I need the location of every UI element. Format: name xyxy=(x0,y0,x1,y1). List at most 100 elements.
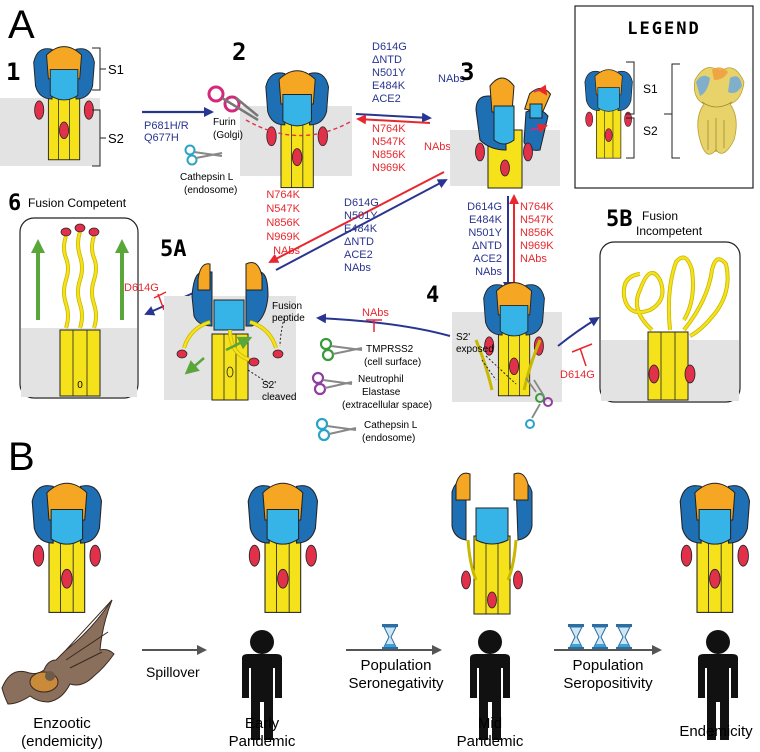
mutation-label: N547K xyxy=(266,203,300,215)
mid-pandemic-spike-icon xyxy=(451,472,533,615)
mutation-label: ACE2 xyxy=(372,93,401,105)
stage-3-number: 3 xyxy=(460,58,474,86)
seropos-label: Population xyxy=(573,657,644,674)
bat-icon xyxy=(1,599,115,705)
furin-scissors-icon xyxy=(207,85,259,122)
mutation-label: N501Y xyxy=(344,210,378,222)
stage-5b-number: 5B xyxy=(606,207,633,232)
mutation-label: ΔNTD xyxy=(344,236,374,248)
mutation-label: N969K xyxy=(266,231,300,243)
seroneg-label: Population xyxy=(361,657,432,674)
enzootic-label: Enzootic xyxy=(33,715,91,732)
mutation-label: N969K xyxy=(520,240,554,252)
endemicity-label: Endemicity xyxy=(679,723,753,740)
enzootic-label-2: (endemicity) xyxy=(21,733,103,750)
fusion-peptide-label-2: peptide xyxy=(272,313,305,324)
stage-2: 2 Furin (Golgi) Cathepsin L (endosome) xyxy=(180,38,352,196)
furin-location: (Golgi) xyxy=(213,130,243,141)
protease-list: TMPRSS2 (cell surface) Neutrophil Elasta… xyxy=(311,337,432,444)
mutation-label: N764K xyxy=(266,189,300,201)
elastase-label: Neutrophil xyxy=(358,374,404,385)
mutation-label: NAbs xyxy=(273,245,300,257)
early-label: Early xyxy=(245,715,280,732)
stage-5a: 5A Fusion peptide S2' cleaved xyxy=(160,237,305,403)
spillover-label: Spillover xyxy=(146,664,200,680)
mutation-p681: P681H/R xyxy=(144,120,189,132)
hourglass-icon xyxy=(381,623,399,651)
stage-6: 6 Fusion Competent 0 xyxy=(8,191,139,399)
mutation-label: N856K xyxy=(266,217,300,229)
mutation-label: ΔNTD xyxy=(372,54,402,66)
panel-a-label: A xyxy=(8,3,35,47)
tmprss2-label: TMPRSS2 xyxy=(366,344,414,355)
stage-4-number: 4 xyxy=(426,283,439,308)
panel-b-label: B xyxy=(8,435,35,479)
elastase-scissors-icon xyxy=(311,371,353,396)
mutation-label: N547K xyxy=(520,214,554,226)
mutation-label: D614G xyxy=(344,197,379,209)
mutation-label: N501Y xyxy=(372,67,406,79)
s2-cleaved-label: S2' xyxy=(262,380,276,391)
tmprss2-scissors-icon xyxy=(319,337,363,362)
arrow-1-to-2: P681H/R Q677H xyxy=(142,107,214,144)
seropos-label-2: Seropositivity xyxy=(563,675,653,692)
mutation-label: NAbs xyxy=(520,253,547,265)
stage-3: 3 xyxy=(450,58,560,189)
legend-title: LEGEND xyxy=(627,19,700,39)
stage-1: 1 S1 S2 xyxy=(0,46,124,167)
mutation-label: N969K xyxy=(372,162,406,174)
cathepsin-scissors-icon xyxy=(184,144,223,166)
stage-6-title: Fusion Competent xyxy=(28,196,127,210)
mutation-label: N501Y xyxy=(468,227,502,239)
mutation-label: NAbs xyxy=(344,262,371,274)
nabs-tag-forward: NAbs xyxy=(438,73,465,85)
mutation-label: NAbs xyxy=(475,266,502,278)
hourglass-icon xyxy=(591,623,609,651)
legend-s1-label: S1 xyxy=(643,82,658,96)
mutation-label: N856K xyxy=(372,149,406,161)
mutation-label: N856K xyxy=(520,227,554,239)
early-label-2: Pandemic xyxy=(229,733,296,750)
panel-b-spikes xyxy=(31,472,751,615)
mutation-label: N547K xyxy=(372,136,406,148)
six-helix-bundle xyxy=(60,223,100,329)
legend-structure-image xyxy=(690,66,746,164)
stage-4: 4 S2' exposed xyxy=(426,282,562,429)
cathepsin-l-scissors-icon xyxy=(315,417,357,442)
stage-5a-number: 5A xyxy=(160,237,187,262)
legend-box: LEGEND S1 S2 xyxy=(574,5,754,189)
mutation-label: N764K xyxy=(372,123,406,135)
arrow-4-to-5a: NAbs xyxy=(316,307,451,337)
d614g-inhibit-6: D614G xyxy=(124,282,159,294)
nabs-tag-back: NAbs xyxy=(424,141,451,153)
hourglass-icon xyxy=(615,623,633,651)
mid-label-2: Pandemic xyxy=(457,733,524,750)
s1-label: S1 xyxy=(108,62,124,77)
mutation-label: E484K xyxy=(344,223,378,235)
elastase-location: (extracellular space) xyxy=(342,400,432,411)
mutation-q677h: Q677H xyxy=(144,132,179,144)
mutation-label: N764K xyxy=(520,201,554,213)
s2-exposed-label: S2' xyxy=(456,332,470,343)
seroneg-label-2: Seronegativity xyxy=(348,675,444,692)
stage-6-zero: 0 xyxy=(77,380,83,391)
tangled-helices xyxy=(621,255,730,338)
early-pandemic-spike-icon xyxy=(247,482,319,613)
mutation-label: E484K xyxy=(469,214,503,226)
mutation-label: ACE2 xyxy=(344,249,373,261)
s2-label: S2 xyxy=(108,131,124,146)
stage-5b: 5B Fusion Incompetent xyxy=(599,207,741,403)
hourglass-icon xyxy=(567,623,585,651)
stage-5b-title: Fusion xyxy=(642,209,678,223)
cathepsin-l-label: Cathepsin L xyxy=(364,420,418,431)
nabs-inhibit-4: NAbs xyxy=(362,307,389,319)
arrow-4-to-5b: D614G xyxy=(557,316,600,381)
furin-label: Furin xyxy=(213,117,236,128)
stage-1-number: 1 xyxy=(6,58,20,86)
mutation-label: ΔNTD xyxy=(472,240,502,252)
arrow-3-to-5a: N764K N547K N856K N969K NAbs D614GN501YE484K… xyxy=(266,171,448,274)
tmprss2-location: (cell surface) xyxy=(364,357,421,368)
stage-2-number: 2 xyxy=(232,38,246,66)
